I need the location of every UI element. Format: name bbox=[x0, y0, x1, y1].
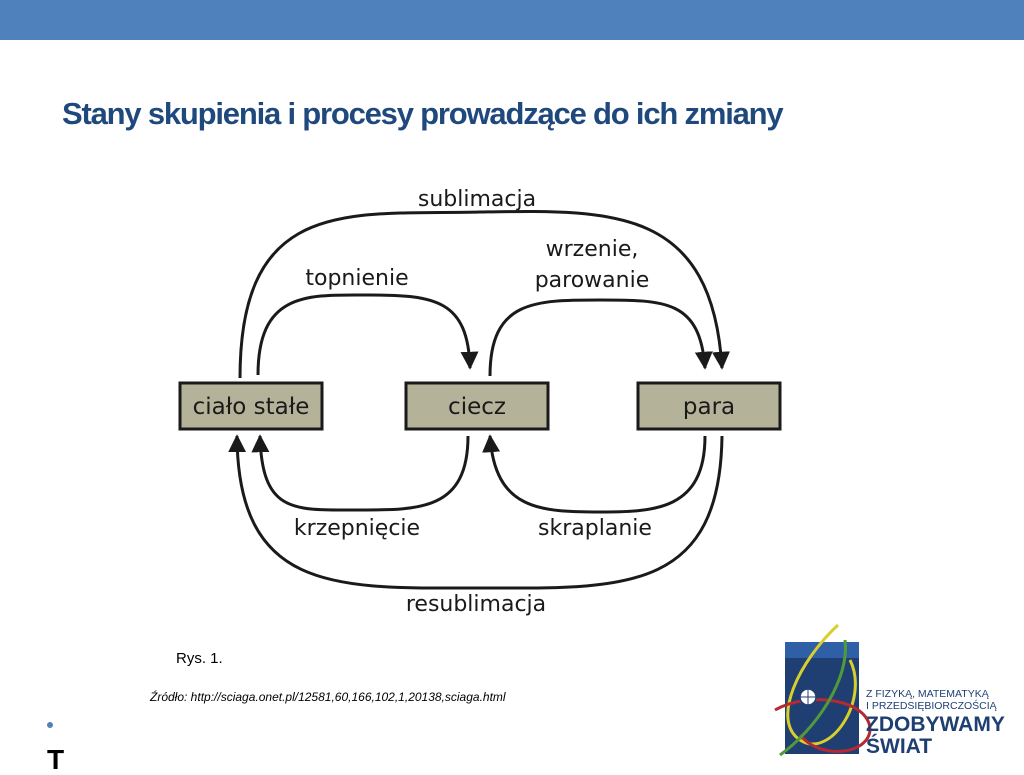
arrow-condensation bbox=[482, 434, 707, 514]
label-condensation: skraplanie bbox=[538, 516, 652, 541]
label-solidification: krzepnięcie bbox=[294, 516, 420, 541]
logo-text-line2: I PRZEDSIĘBIORCZOŚCIĄ bbox=[866, 699, 998, 712]
states-diagram: ciało stałe ciecz para sublimacja topnie… bbox=[178, 187, 782, 617]
state-box-solid bbox=[178, 381, 324, 431]
logo-blue-panel bbox=[785, 642, 859, 754]
arrow-melting bbox=[256, 293, 479, 376]
logo-text-line1: Z FIZYKĄ, MATEMATYKĄ bbox=[866, 688, 990, 700]
state-label-gas: para bbox=[683, 394, 735, 420]
logo-text-line4: ŚWIAT bbox=[866, 734, 932, 758]
bullet-icon bbox=[47, 722, 53, 728]
figure-source: Źródło: http://sciaga.onet.pl/12581,60,1… bbox=[150, 690, 506, 704]
label-melting: topnienie bbox=[305, 266, 408, 291]
logo-text-line3: ZDOBYWAMY bbox=[866, 713, 1005, 736]
arrow-boiling bbox=[488, 298, 713, 377]
label-boiling-line1: wrzenie, bbox=[546, 237, 639, 262]
state-box-liquid bbox=[404, 381, 550, 431]
state-label-solid: ciało stałe bbox=[193, 394, 310, 420]
label-boiling-line2: parowanie bbox=[535, 268, 650, 293]
state-label-liquid: ciecz bbox=[448, 394, 506, 420]
state-box-gas bbox=[636, 381, 782, 431]
bullet-text: T bbox=[47, 744, 65, 775]
arrow-deposition bbox=[228, 434, 724, 590]
arrow-solidification bbox=[251, 434, 470, 512]
logo-orbit-green bbox=[779, 639, 847, 757]
top-bar bbox=[0, 0, 1024, 40]
figure-caption: Rys. 1. bbox=[176, 650, 223, 667]
label-sublimation: sublimacja bbox=[418, 187, 536, 212]
slide-title: Stany skupienia i procesy prowadzące do … bbox=[62, 96, 784, 131]
arrow-sublimation bbox=[238, 209, 730, 379]
label-deposition: resublimacja bbox=[406, 592, 546, 617]
